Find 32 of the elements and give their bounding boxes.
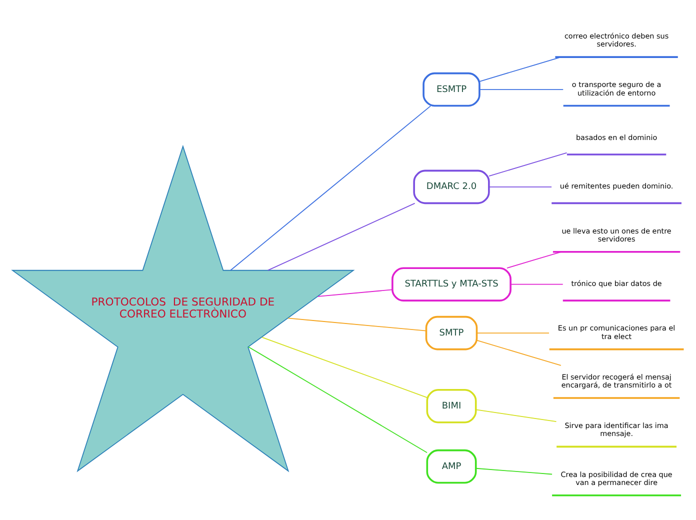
connector [476,468,552,475]
node-box: ESMTP [422,72,480,107]
node-text: basados en el dominio [576,132,658,142]
connector [488,186,552,188]
node-box: STARTTLS y MTA-STS [392,267,512,302]
node-text: ué remitentes pueden dominio. [560,182,674,191]
node-text: El servidor recogerá el mensaj encargará, de transmitirlo a ot [561,372,672,390]
node-text: trónico que biar datos de [571,279,662,288]
node-box: SMTP [425,316,478,350]
connector [476,332,550,334]
node-text: o transporte seguro de a utilización de entorno [572,80,662,98]
connector [476,340,562,366]
node-text: Sirve para identificar las ima mensaje. [564,421,668,438]
node-box: AMP [426,449,477,484]
connector [479,56,562,82]
node-text: ue lleva esto un ones de entre servidores [562,226,672,244]
node-box: DMARC 2.0 [413,170,490,204]
connector [476,409,557,422]
connector [510,284,564,285]
connector [506,251,562,269]
connector [248,346,428,454]
connector [288,318,427,332]
connector [267,202,416,271]
connector [262,336,428,398]
connector [488,152,568,176]
connector [479,89,564,90]
connector [318,289,393,297]
node-text: Es un pr comunicaciones para el tra elect [558,324,676,341]
node-box: BIMI [426,388,477,424]
node-text: Crea la posibilidad de crea que van a permanecer dire [560,470,672,487]
node-text: correo electrónico deben sus servidores. [564,31,669,49]
connector [230,106,432,271]
